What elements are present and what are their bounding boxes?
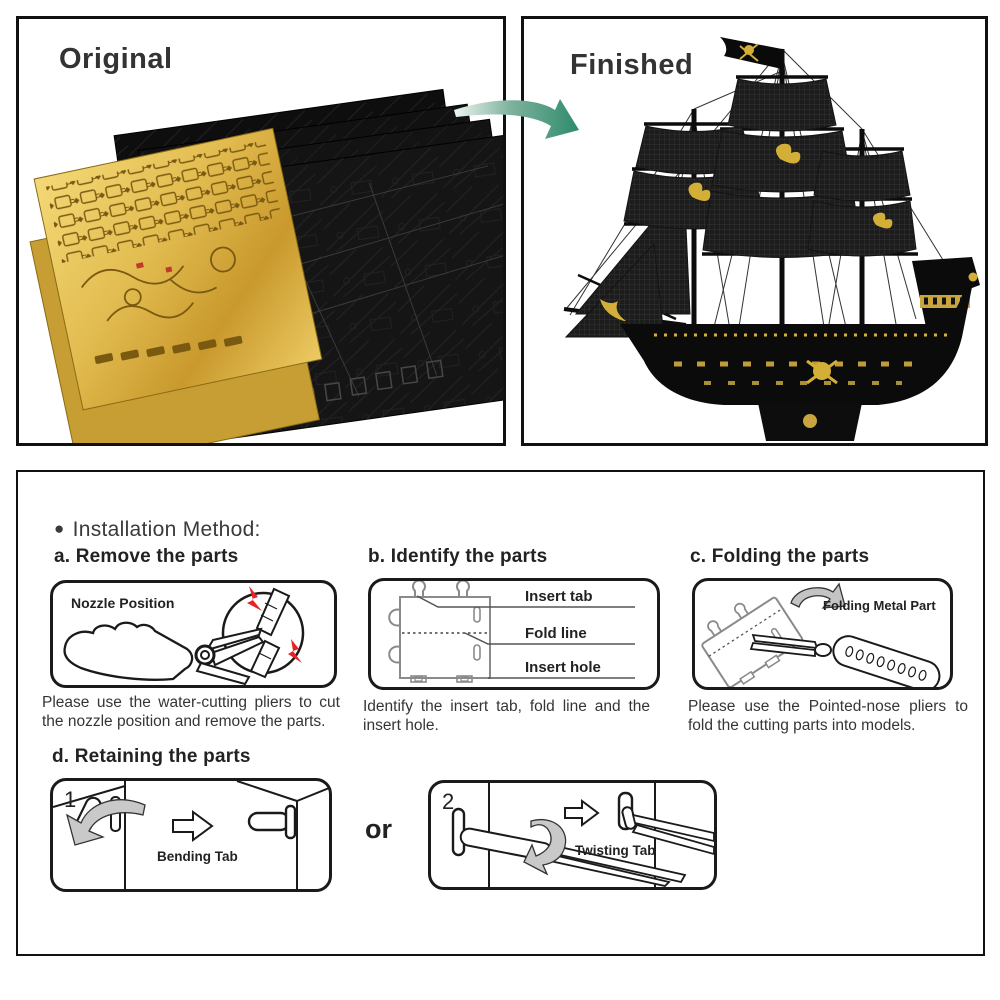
step-a-heading: a. Remove the parts	[54, 546, 239, 567]
figurehead-ornament	[600, 299, 626, 321]
next-step-arrow-icon	[564, 799, 600, 827]
step-c-heading: c. Folding the parts	[690, 546, 870, 567]
twisting-tab-illustration	[451, 783, 714, 887]
transform-arrow-icon	[454, 99, 579, 139]
step-d-heading: d. Retaining the parts	[52, 746, 251, 767]
gold-sail-ornaments	[688, 143, 893, 229]
option-1-number: 1	[64, 787, 77, 812]
skull-emblem	[806, 359, 838, 385]
bullet-icon: ●	[54, 519, 65, 538]
gold-metal-sheets	[29, 127, 323, 443]
step-b-diagram: Insert tab Fold line Insert hole	[368, 578, 660, 690]
installation-method-title: ●Installation Method:	[54, 518, 261, 541]
nozzle-position-label: Nozzle Position	[71, 595, 175, 611]
finished-label: Finished	[570, 49, 694, 81]
folding-metal-part-label: Folding Metal Part	[823, 598, 936, 613]
folding-pliers-illustration	[701, 582, 941, 687]
bending-tab-label: Bending Tab	[157, 849, 238, 864]
cutting-pliers-illustration	[63, 586, 305, 685]
pirate-flag	[720, 37, 782, 69]
insert-tab-label: Insert tab	[525, 588, 593, 605]
fold-line-label: Fold line	[525, 625, 587, 642]
pirate-ship	[563, 37, 980, 441]
insert-hole-label: Insert hole	[525, 659, 601, 676]
step-c-diagram: Folding Metal Part	[692, 578, 953, 690]
cut-mark-icon	[288, 639, 302, 663]
step-b-heading: b. Identify the parts	[368, 546, 548, 567]
original-panel: Original	[16, 16, 506, 446]
finished-panel: Finished	[521, 16, 988, 446]
twist-arrow-icon	[523, 819, 567, 876]
bending-tab-illustration	[53, 781, 329, 889]
step-a-caption: Please use the water-cutting pliers to c…	[42, 694, 340, 730]
step-c-caption: Please use the Pointed-nose pliers to fo…	[688, 698, 968, 734]
option-2-number: 2	[442, 789, 455, 814]
assembled-ship-illustration	[563, 37, 980, 441]
fold-arrow-icon	[790, 582, 846, 609]
step-d-option-2: 2 Twisting Tab	[428, 780, 717, 890]
step-d-option-1: 1 Bending Tab	[50, 778, 332, 892]
step-b-caption: Identify the insert tab, fold line and t…	[363, 698, 650, 734]
bend-arrow-icon	[65, 799, 146, 846]
installation-method-panel: ●Installation Method: a. Remove the part…	[16, 470, 985, 956]
step-a-diagram: Nozzle Position	[50, 580, 337, 688]
metal-sheets-illustration	[29, 88, 503, 443]
next-step-arrow-icon	[172, 810, 214, 842]
original-label: Original	[59, 43, 173, 75]
or-connector: or	[365, 814, 392, 844]
twisting-tab-label: Twisting Tab	[575, 843, 656, 858]
part-identification-illustration	[388, 581, 635, 683]
cut-mark-icon	[247, 586, 262, 611]
